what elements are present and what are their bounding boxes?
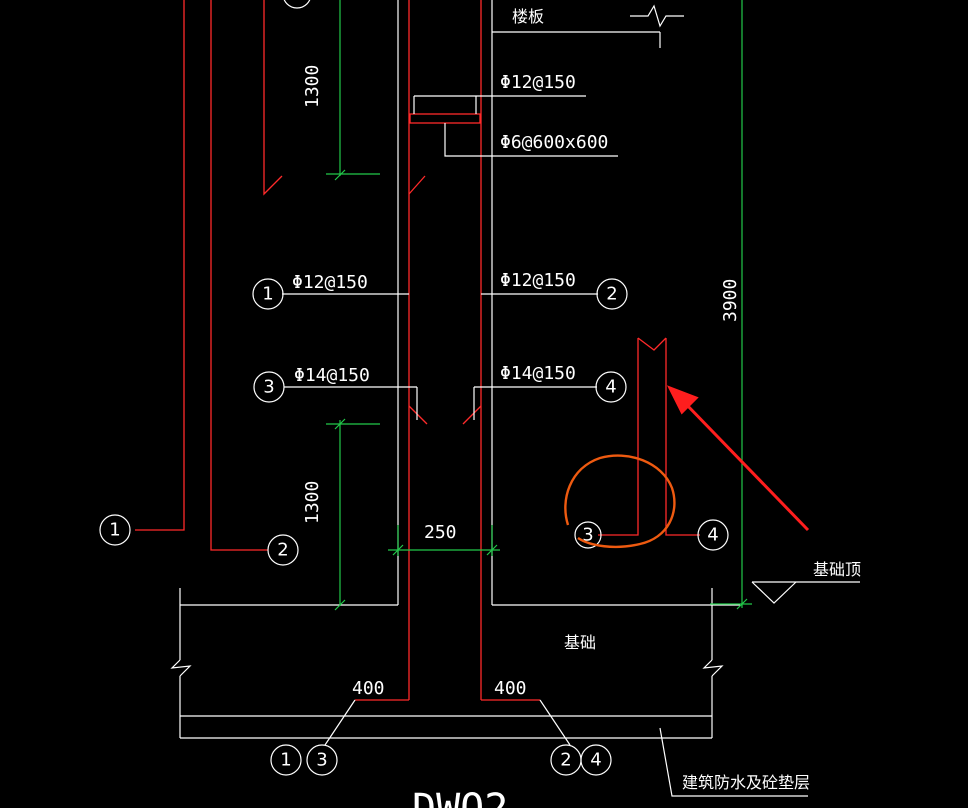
leader-lines xyxy=(282,95,860,797)
pointer-arrowhead xyxy=(666,385,699,415)
reference-bubbles: 1 2 3 4 1 2 3 4 xyxy=(99,0,729,776)
right-vertical-label: Φ12@150 xyxy=(500,270,576,291)
svg-text:1: 1 xyxy=(280,750,291,771)
bubble-3-bottom: 3 xyxy=(306,744,338,776)
bubble-2-right: 2 xyxy=(596,278,628,310)
lower-lap-label: 1300 xyxy=(302,481,323,524)
slab-label: 楼板 xyxy=(512,7,544,26)
wall-outline xyxy=(397,0,684,605)
svg-text:4: 4 xyxy=(707,525,718,546)
top-bar-label: Φ12@150 xyxy=(500,72,576,93)
highlight-circle xyxy=(564,454,676,549)
svg-text:3: 3 xyxy=(582,525,593,546)
wall-thickness-label: 250 xyxy=(424,522,457,543)
svg-text:2: 2 xyxy=(277,540,288,561)
upper-lap-label: 1300 xyxy=(302,65,323,108)
bubble-4-bottom: 4 xyxy=(580,744,612,776)
svg-text:3: 3 xyxy=(316,750,327,771)
svg-text:2: 2 xyxy=(606,284,617,305)
svg-text:2: 2 xyxy=(560,750,571,771)
left-anchor-label: 400 xyxy=(352,678,385,699)
tie-bar-label: Φ6@600x600 xyxy=(500,132,608,153)
markup-annotations xyxy=(564,385,810,549)
svg-text:1: 1 xyxy=(262,284,273,305)
bubble-2-lower: 2 xyxy=(267,534,299,566)
bubble-1-bottom: 1 xyxy=(270,744,302,776)
wall-height-label: 3900 xyxy=(720,279,741,322)
dimension-lines xyxy=(326,0,752,611)
rebar-lines xyxy=(135,0,700,701)
bubble-1-left: 1 xyxy=(252,278,284,310)
foundation-label: 基础 xyxy=(564,633,596,652)
left-vertical-label: Φ12@150 xyxy=(292,272,368,293)
bubble-3-circled: 3 xyxy=(574,521,602,549)
foundation-outline xyxy=(170,588,740,739)
bubble-4-right: 4 xyxy=(595,371,627,403)
left-dowel-label: Φ14@150 xyxy=(294,365,370,386)
text-labels: 楼板 Φ12@150 Φ6@600x600 Φ12@150 Φ12@150 Φ1… xyxy=(292,7,861,808)
bubble-3-left: 3 xyxy=(253,371,285,403)
svg-text:3: 3 xyxy=(263,377,274,398)
foundation-top-label: 基础顶 xyxy=(813,560,861,579)
svg-text:4: 4 xyxy=(590,750,601,771)
right-anchor-label: 400 xyxy=(494,678,527,699)
drawing-title: DWQ2 xyxy=(412,786,508,808)
bubble-2-bottom: 2 xyxy=(550,744,582,776)
svg-text:1: 1 xyxy=(109,520,120,541)
bubble-1-lower: 1 xyxy=(99,514,131,546)
bubble-4-lower: 4 xyxy=(697,519,729,551)
right-dowel-label: Φ14@150 xyxy=(500,363,576,384)
svg-text:4: 4 xyxy=(605,377,616,398)
waterproof-label: 建筑防水及砼垫层 xyxy=(682,773,810,792)
pointer-arrow xyxy=(682,400,810,532)
